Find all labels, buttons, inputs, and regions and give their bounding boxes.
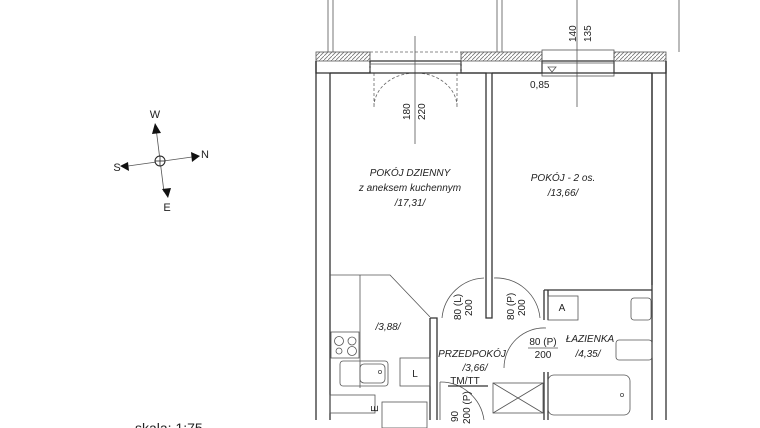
- window-height: 135: [583, 25, 594, 42]
- door-bath-height: 200: [535, 350, 552, 361]
- room2-name: POKÓJ - 2 os.: [531, 171, 595, 184]
- room2-area: /13,66/: [547, 188, 580, 199]
- scale-label: skala: 1:75: [135, 420, 203, 428]
- fridge-label: L: [412, 369, 418, 380]
- bath-area: /4,35/: [574, 349, 601, 360]
- compass-e: E: [163, 202, 170, 214]
- door-bath-width: 80 (P): [529, 337, 556, 348]
- balcony-door-width: 180: [402, 103, 413, 120]
- toilet: [615, 339, 653, 361]
- cabinet: [329, 394, 376, 414]
- door-entry-height: 200 (P): [462, 391, 473, 424]
- door-entry-width: 90: [450, 410, 461, 422]
- living-room-sub: z aneksem kuchennym: [358, 183, 461, 194]
- compass-n: N: [201, 149, 209, 161]
- door-room2-height: 200: [517, 299, 528, 316]
- boiler-label: A: [559, 303, 566, 314]
- meter-label: TM/TT: [450, 376, 479, 387]
- living-room-name: POKÓJ DZIENNY: [370, 166, 452, 179]
- door-swings: [439, 277, 547, 421]
- washbasin: [630, 297, 652, 321]
- balcony-rails: [327, 0, 680, 52]
- bath-name: ŁAZIENKA: [566, 334, 615, 345]
- compass-s: S: [113, 162, 120, 174]
- e-mark: E: [370, 405, 381, 412]
- sill-height: 0,85: [530, 80, 550, 91]
- door-living-height: 200: [464, 299, 475, 316]
- shaft: [492, 382, 544, 414]
- boiler-box: [547, 295, 579, 321]
- fridge-box: [399, 357, 431, 387]
- balcony-door: [369, 36, 462, 144]
- exterior-wall-top: [315, 51, 667, 420]
- balcony-door-height: 220: [417, 103, 428, 120]
- hall-area: /3,66/: [461, 363, 488, 374]
- hall-name: PRZEDPOKÓJ: [438, 347, 507, 360]
- window-width: 140: [568, 25, 579, 42]
- kitchen-area: /3,88/: [374, 322, 401, 333]
- compass-w: W: [150, 109, 161, 121]
- window: [541, 0, 615, 107]
- bathtub: [547, 374, 631, 416]
- cabinet: [381, 401, 428, 428]
- compass: W N S E: [113, 109, 209, 214]
- door-room2-width: 80 (P): [506, 293, 517, 320]
- living-room-area: /17,31/: [394, 198, 427, 209]
- sink: [339, 360, 389, 387]
- door-living-width: 80 (L): [453, 294, 464, 320]
- interior-walls: [329, 61, 667, 420]
- cooktop: [330, 331, 360, 359]
